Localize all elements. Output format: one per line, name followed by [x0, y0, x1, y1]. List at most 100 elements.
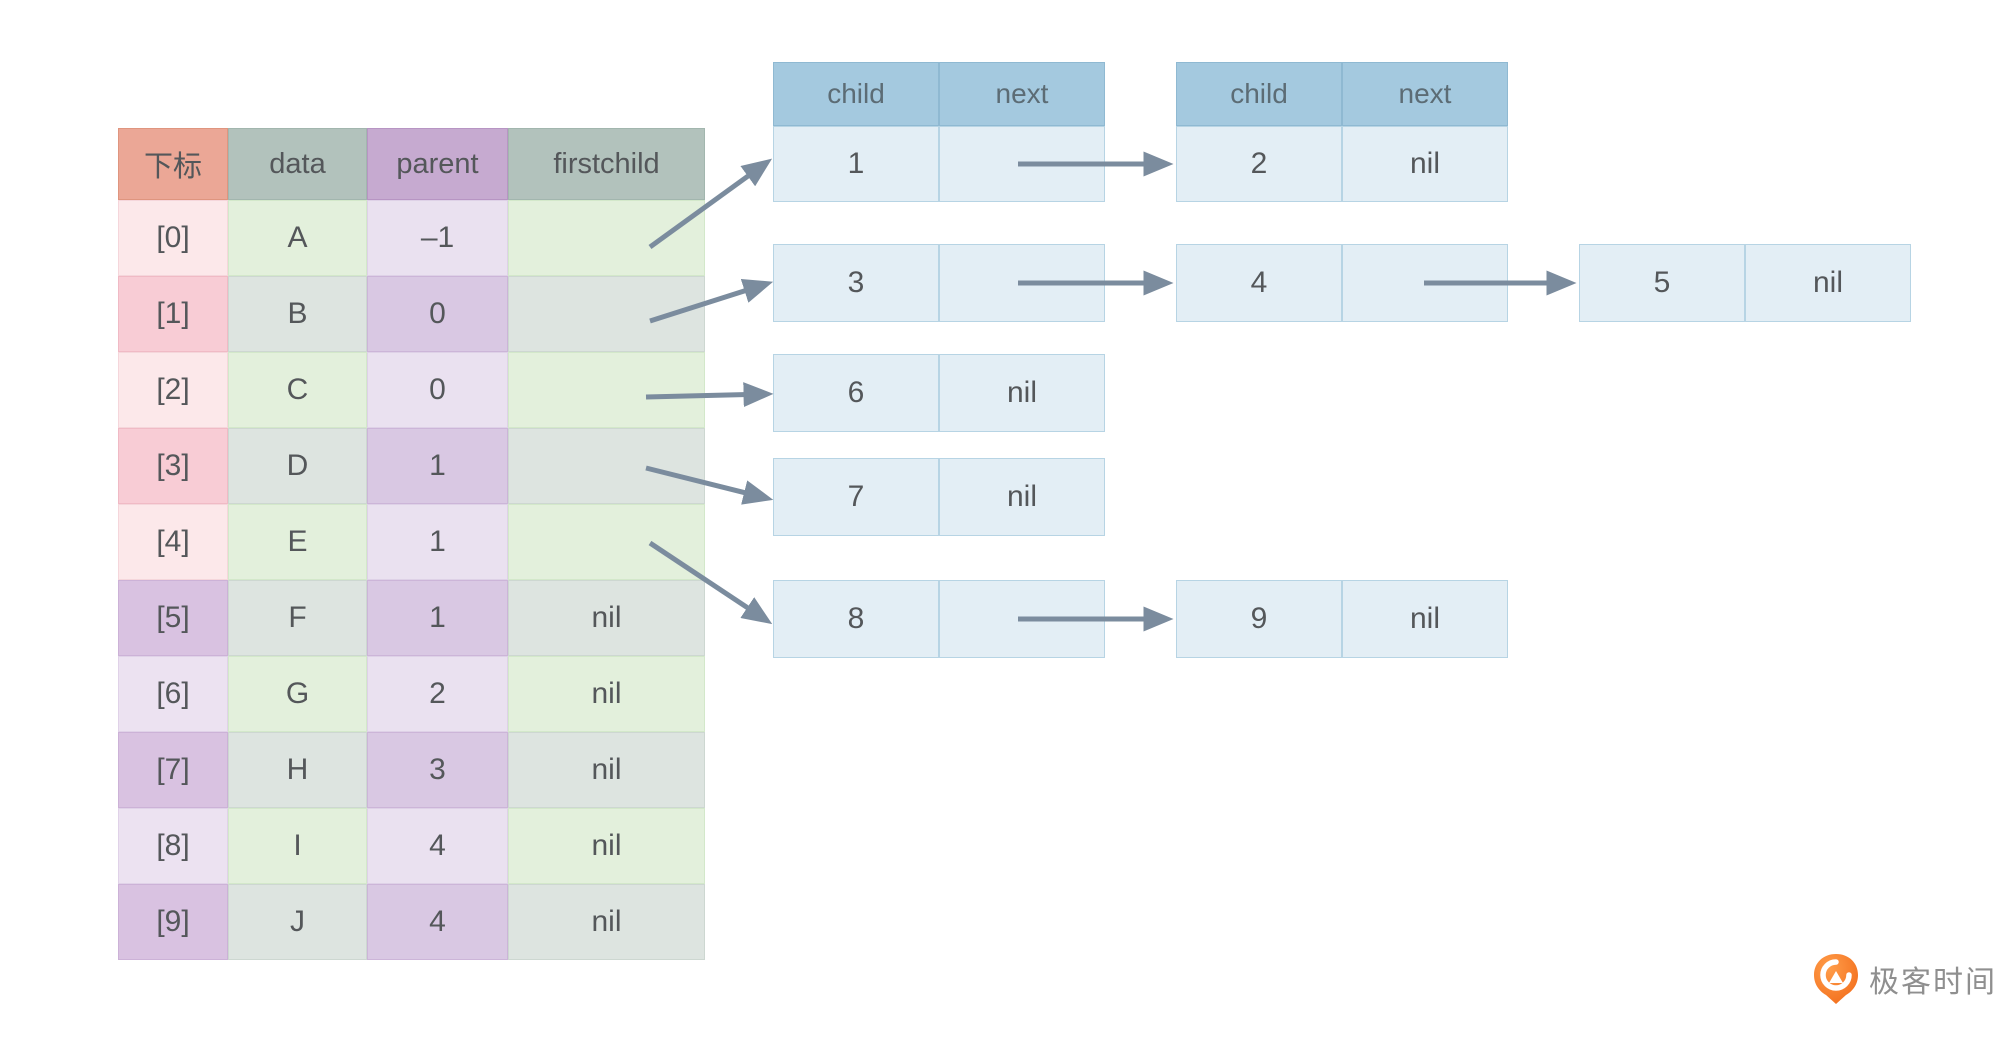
child-header-cell: child — [1176, 62, 1342, 126]
firstchild-cell: nil — [508, 884, 705, 960]
data-cell: B — [228, 276, 367, 352]
index-cell: [0] — [118, 200, 228, 276]
data-cell: G — [228, 656, 367, 732]
index-cell: [3] — [118, 428, 228, 504]
geektime-logo: 极客时间 — [1811, 952, 1995, 1006]
geektime-logo-icon — [1814, 954, 1858, 1004]
next-header-cell: next — [1342, 62, 1508, 126]
data-cell: D — [228, 428, 367, 504]
parent-cell: 2 — [367, 656, 508, 732]
data-cell: J — [228, 884, 367, 960]
data-cell: H — [228, 732, 367, 808]
child-cell: 7 — [773, 458, 939, 536]
child-header-cell: child — [773, 62, 939, 126]
firstchild-cell: nil — [508, 808, 705, 884]
geektime-logo-text: 极客时间 — [1869, 966, 1995, 999]
index-cell: [2] — [118, 352, 228, 428]
list-node-body: 1 — [773, 126, 1105, 202]
data-cell: I — [228, 808, 367, 884]
index-cell: [7] — [118, 732, 228, 808]
firstchild-cell: nil — [508, 732, 705, 808]
firstchild-header-cell: firstchild — [508, 128, 705, 200]
data-cell: C — [228, 352, 367, 428]
list-node: 3 — [773, 244, 1105, 322]
index-cell: [6] — [118, 656, 228, 732]
index-cell: [8] — [118, 808, 228, 884]
child-cell: 3 — [773, 244, 939, 322]
list-node: 4 — [1176, 244, 1508, 322]
parent-cell: 1 — [367, 428, 508, 504]
firstchild-cell — [508, 504, 705, 580]
parent-header-cell: parent — [367, 128, 508, 200]
list-node-body: 4 — [1176, 244, 1508, 322]
child-cell: 6 — [773, 354, 939, 432]
list-node-body: 8 — [773, 580, 1105, 658]
data-header-cell: data — [228, 128, 367, 200]
next-header-cell: next — [939, 62, 1105, 126]
next-cell: nil — [1342, 126, 1508, 202]
parent-cell: 1 — [367, 504, 508, 580]
child-cell: 1 — [773, 126, 939, 202]
firstchild-cell — [508, 200, 705, 276]
firstchild-cell — [508, 352, 705, 428]
firstchild-cell — [508, 276, 705, 352]
next-cell — [1342, 244, 1508, 322]
list-node-body: 3 — [773, 244, 1105, 322]
data-cell: E — [228, 504, 367, 580]
data-cell: A — [228, 200, 367, 276]
index-cell: [4] — [118, 504, 228, 580]
child-cell: 4 — [1176, 244, 1342, 322]
list-node: 8 — [773, 580, 1105, 658]
index-cell: [1] — [118, 276, 228, 352]
next-cell — [939, 244, 1105, 322]
parent-cell: 3 — [367, 732, 508, 808]
next-cell: nil — [939, 354, 1105, 432]
next-cell — [939, 580, 1105, 658]
index-header-cell: 下标 — [118, 128, 228, 200]
parent-cell: 4 — [367, 808, 508, 884]
next-cell: nil — [939, 458, 1105, 536]
parent-cell: 0 — [367, 276, 508, 352]
firstchild-cell — [508, 428, 705, 504]
child-cell: 8 — [773, 580, 939, 658]
child-cell: 9 — [1176, 580, 1342, 658]
child-cell: 2 — [1176, 126, 1342, 202]
parent-cell: 4 — [367, 884, 508, 960]
firstchild-cell: nil — [508, 580, 705, 656]
child-cell: 5 — [1579, 244, 1745, 322]
next-cell: nil — [1745, 244, 1911, 322]
next-cell: nil — [1342, 580, 1508, 658]
parent-cell: –1 — [367, 200, 508, 276]
firstchild-cell: nil — [508, 656, 705, 732]
next-cell — [939, 126, 1105, 202]
parent-cell: 0 — [367, 352, 508, 428]
index-cell: [5] — [118, 580, 228, 656]
index-cell: [9] — [118, 884, 228, 960]
data-cell: F — [228, 580, 367, 656]
